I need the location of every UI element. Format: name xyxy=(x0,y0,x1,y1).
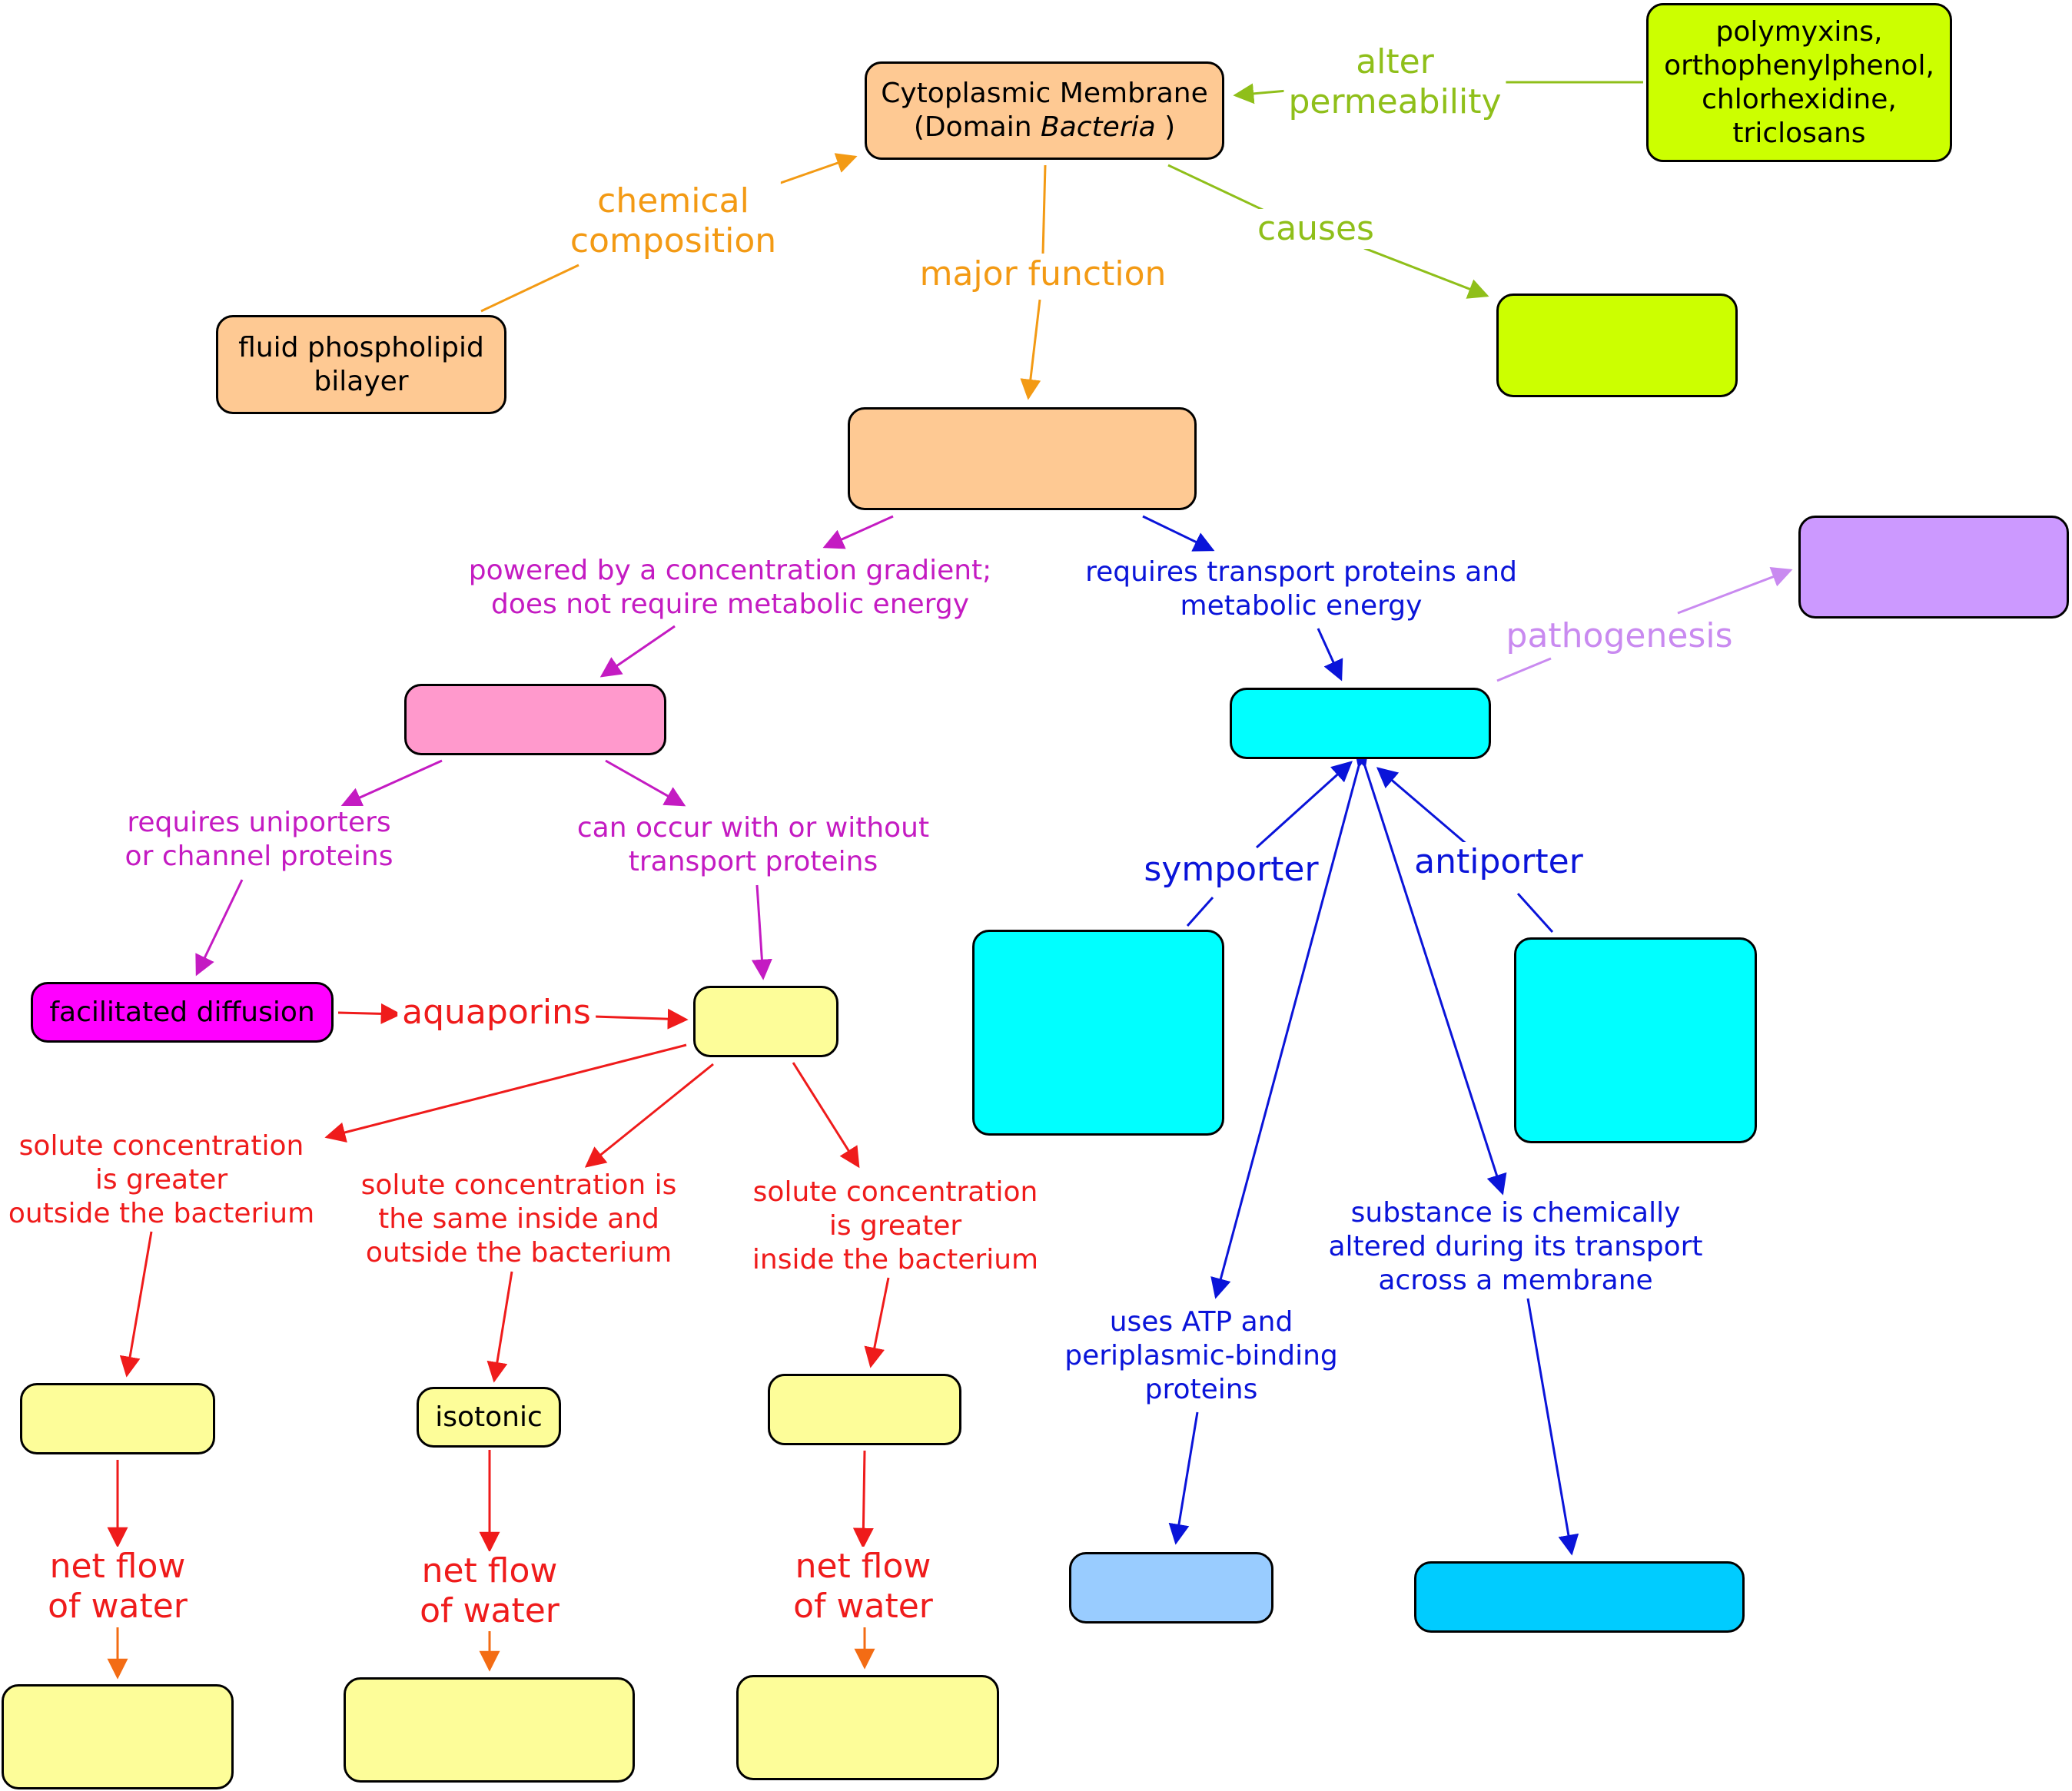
edge-chemically-altered-to-result xyxy=(1526,1298,1579,1556)
edge-active-to-uses-atp xyxy=(1210,745,1374,1299)
node-result2-blank xyxy=(344,1677,635,1783)
node-result1-blank xyxy=(2,1684,234,1789)
node-fluid-bilayer: fluid phospholipid bilayer xyxy=(216,315,506,414)
edge-osmosis-to-solute-same xyxy=(584,1063,714,1168)
edge-requires-energy-to-active xyxy=(1317,628,1343,682)
label-solute-outside: solute concentration is greater outside … xyxy=(3,1129,320,1231)
node-abc-blank xyxy=(1069,1552,1273,1624)
edge-with-or-without-to-osmosis xyxy=(751,884,772,980)
node-symporter-blank xyxy=(972,930,1224,1136)
label-net-flow-3: net flow of water xyxy=(789,1547,938,1627)
node-passive-blank xyxy=(404,684,666,755)
node-pathogenesis-blank xyxy=(1798,516,2069,619)
edge-osmosis-to-solute-outside xyxy=(324,1043,687,1143)
node-antiporter-blank xyxy=(1514,937,1757,1143)
edge-major-to-function xyxy=(1020,299,1041,400)
edge-solute-same-to-isotonic xyxy=(486,1271,513,1383)
node-facilitated-diffusion: facilitated diffusion xyxy=(31,982,334,1043)
edge-antiporter-to-active xyxy=(1376,767,1469,847)
edge-causes-to-effect xyxy=(1363,247,1489,299)
edge-uses-atp-to-result xyxy=(1168,1411,1199,1545)
label-symporter: symporter xyxy=(1139,850,1323,890)
edge-solute-inside-to-box xyxy=(864,1277,890,1368)
node-active-blank xyxy=(1230,688,1491,759)
edge-passive-to-uniporters xyxy=(340,759,443,808)
edge-osmosis-to-solute-inside xyxy=(792,1062,860,1169)
edge-passive-to-with-or-without xyxy=(605,759,686,807)
node-cytoplasmic-membrane-title: Cytoplasmic Membrane xyxy=(881,78,1208,109)
label-major-function: major function xyxy=(915,254,1171,294)
label-solute-inside: solute concentration is greater inside t… xyxy=(747,1176,1044,1277)
label-uses-atp: uses ATP and periplasmic-binding protein… xyxy=(1060,1305,1343,1407)
label-with-or-without: can occur with or without transport prot… xyxy=(572,811,935,879)
node-hypotonic-blank xyxy=(768,1374,961,1445)
edge-symporter-box-to-symporter xyxy=(1186,897,1214,927)
label-antiporter: antiporter xyxy=(1410,842,1588,882)
node-agents: polymyxins, orthophenylphenol, chlorhexi… xyxy=(1646,3,1952,162)
edge-membrane-to-major xyxy=(1041,164,1047,254)
node-effect-blank xyxy=(1496,294,1738,397)
edge-active-to-pathogenesis xyxy=(1496,657,1552,682)
label-net-flow-2: net flow of water xyxy=(415,1551,564,1631)
edge-uniporters-to-facilitated xyxy=(195,879,244,977)
edge-membrane-to-causes xyxy=(1167,164,1277,217)
label-requires-transport-energy: requires transport proteins and metaboli… xyxy=(1081,556,1522,623)
node-group-translocation-blank xyxy=(1414,1561,1745,1633)
node-osmosis-blank xyxy=(693,986,838,1057)
label-causes: causes xyxy=(1253,209,1379,249)
edge-bilayer-to-chemical xyxy=(480,264,579,313)
edge-function-to-powered xyxy=(822,515,894,549)
edge-chemical-to-membrane xyxy=(775,153,858,186)
edge-active-to-chemically-altered xyxy=(1349,745,1507,1196)
label-pathogenesis: pathogenesis xyxy=(1501,616,1738,656)
label-chemically-altered: substance is chemically altered during i… xyxy=(1323,1196,1708,1298)
node-result3-blank xyxy=(736,1675,999,1780)
label-alter-permeability: alter permeability xyxy=(1283,42,1506,122)
edge-symporter-to-active xyxy=(1255,761,1353,849)
node-cytoplasmic-membrane: Cytoplasmic Membrane (Domain Bacteria ) xyxy=(865,61,1224,160)
edge-pathogenesis-to-box xyxy=(1677,567,1793,615)
edge-aquaporins-to-osmosis xyxy=(593,1008,689,1030)
edge-alter-to-membrane xyxy=(1233,83,1288,104)
label-requires-uniporters: requires uniporters or channel proteins xyxy=(120,806,398,874)
node-isotonic: isotonic xyxy=(417,1387,561,1448)
label-aquaporins: aquaporins xyxy=(397,993,596,1033)
label-net-flow-1: net flow of water xyxy=(43,1547,192,1627)
node-function-blank xyxy=(848,407,1197,510)
label-chemical-composition: chemical composition xyxy=(565,181,782,261)
edge-powered-to-passive xyxy=(599,625,676,678)
node-cytoplasmic-membrane-domain: (Domain Bacteria ) xyxy=(913,111,1176,143)
edge-box3-to-netflow xyxy=(852,1450,874,1549)
edge-function-to-requires-energy xyxy=(1142,515,1215,552)
edge-solute-outside-to-box xyxy=(119,1231,153,1378)
label-powered-by-gradient: powered by a concentration gradient; doe… xyxy=(463,554,997,622)
label-solute-same: solute concentration is the same inside … xyxy=(356,1169,682,1270)
node-hypertonic-blank xyxy=(20,1383,215,1454)
edge-facilitated-to-aquaporins xyxy=(337,1003,402,1024)
edge-antiporter-box-to-antiporter xyxy=(1516,892,1554,934)
